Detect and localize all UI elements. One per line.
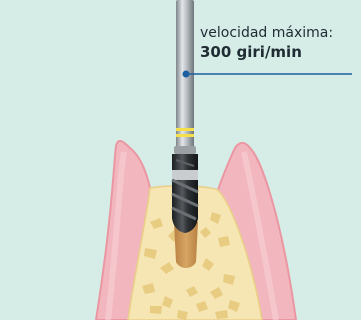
drill-bit-icon xyxy=(172,154,198,233)
callout-leader xyxy=(183,71,353,78)
speed-callout: velocidad máxima: 300 giri/min xyxy=(200,24,361,62)
callout-value: 300 giri/min xyxy=(200,42,361,62)
leader-dot-icon xyxy=(183,71,190,78)
callout-label: velocidad máxima: xyxy=(200,24,361,42)
